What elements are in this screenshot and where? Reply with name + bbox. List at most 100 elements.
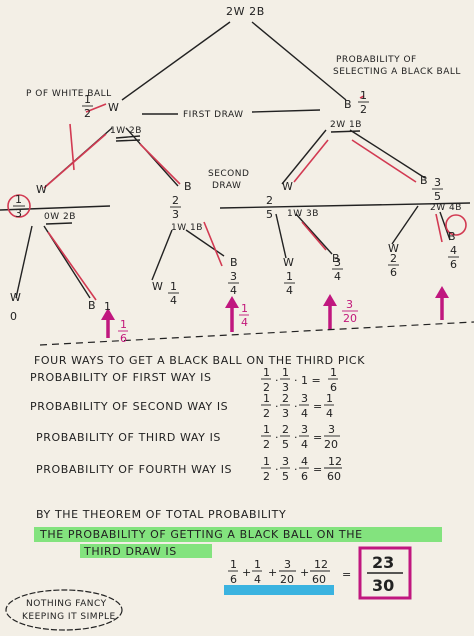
- svg-text:2: 2: [390, 252, 397, 265]
- green-highlight-2: [80, 544, 212, 558]
- svg-text:W: W: [36, 183, 47, 196]
- level3-leaf-3: W 1 4: [152, 280, 179, 307]
- svg-text:1: 1: [230, 558, 237, 571]
- svg-text:4: 4: [301, 438, 308, 451]
- level1-black-node: B 1 2 2W 1B: [330, 89, 369, 130]
- svg-text:6: 6: [230, 573, 237, 586]
- svg-text:3: 3: [282, 381, 289, 394]
- level2-node-2: 2 3 B 1W 1B: [170, 180, 203, 233]
- highlight-line-2: THIRD DRAW IS: [83, 545, 177, 558]
- red-path-highlights: [7, 95, 467, 301]
- svg-text:1: 1: [360, 89, 367, 102]
- green-highlight-1: [34, 527, 442, 542]
- svg-text:3: 3: [282, 455, 289, 468]
- svg-text:5: 5: [282, 470, 289, 483]
- svg-text:3: 3: [282, 407, 289, 420]
- svg-text:1: 1: [263, 455, 270, 468]
- svg-text:3: 3: [284, 558, 291, 571]
- svg-text:·: ·: [275, 431, 279, 444]
- svg-text:1: 1: [263, 392, 270, 405]
- second-draw-label-2: DRAW: [212, 181, 241, 191]
- svg-text:4: 4: [301, 455, 308, 468]
- svg-text:1: 1: [241, 302, 248, 315]
- svg-text:1: 1: [15, 193, 22, 206]
- svg-text:3: 3: [301, 423, 308, 436]
- svg-text:30: 30: [372, 576, 394, 595]
- note-cloud: [5, 589, 123, 631]
- note-line-2: KEEPING IT SIMPLE: [22, 612, 116, 622]
- svg-text:2: 2: [263, 381, 270, 394]
- svg-text:W: W: [283, 256, 294, 269]
- svg-text:5: 5: [282, 438, 289, 451]
- highlight-line-1: THE PROBABILITY OF GETTING A BLACK BALL …: [39, 528, 363, 541]
- answer-fraction: 23 30: [367, 553, 403, 595]
- svg-text:B: B: [230, 256, 238, 269]
- svg-text:2: 2: [282, 423, 289, 436]
- second-way-equation: 12 · 23 · 34 = 14: [261, 392, 334, 420]
- level2-node-1: 1 3 W 0W 2B: [13, 183, 75, 222]
- svg-text:B: B: [344, 98, 352, 111]
- svg-text:=: =: [342, 568, 351, 581]
- svg-text:· 1 =: · 1 =: [294, 374, 321, 387]
- svg-text:1: 1: [263, 423, 270, 436]
- svg-text:1: 1: [254, 558, 261, 571]
- svg-text:B: B: [448, 230, 456, 243]
- svg-text:·: ·: [275, 400, 279, 413]
- svg-text:3: 3: [434, 176, 441, 189]
- svg-text:1: 1: [263, 366, 270, 379]
- svg-text:4: 4: [230, 284, 237, 297]
- svg-text:4: 4: [170, 294, 177, 307]
- svg-text:1W 1B: 1W 1B: [171, 223, 203, 233]
- svg-text:2W 4B: 2W 4B: [430, 203, 462, 213]
- svg-text:2: 2: [282, 392, 289, 405]
- svg-text:0: 0: [10, 310, 17, 323]
- svg-text:=: =: [313, 463, 322, 476]
- first-draw-arrow-right: [251, 109, 321, 113]
- svg-text:2: 2: [266, 194, 273, 207]
- svg-text:3: 3: [346, 298, 353, 311]
- svg-text:1: 1: [170, 280, 177, 293]
- svg-text:1: 1: [330, 366, 337, 379]
- svg-text:1: 1: [104, 300, 111, 313]
- level3-leaf-4: B 3 4: [228, 256, 239, 297]
- svg-text:60: 60: [312, 573, 326, 586]
- svg-text:5: 5: [266, 208, 273, 221]
- svg-text:4: 4: [301, 407, 308, 420]
- svg-text:W: W: [10, 291, 21, 304]
- theorem-line: BY THE THEOREM OF TOTAL PROBABILITY: [36, 508, 286, 521]
- way-prob-1: 1 6: [118, 318, 128, 345]
- svg-text:6: 6: [390, 266, 397, 279]
- svg-text:4: 4: [241, 316, 248, 329]
- way-prob-3: 3 20: [342, 298, 358, 325]
- svg-text:3: 3: [230, 270, 237, 283]
- svg-text:2W 1B: 2W 1B: [330, 120, 362, 130]
- svg-text:4: 4: [326, 407, 333, 420]
- svg-text:1: 1: [286, 270, 293, 283]
- way-prob-2: 1 4: [239, 302, 249, 329]
- svg-text:·: ·: [294, 431, 298, 444]
- first-way-equation: 12 · 13 · 1 = 16: [261, 366, 338, 394]
- svg-text:4: 4: [450, 244, 457, 257]
- note-white-ball: P OF WHITE BALL: [26, 89, 112, 99]
- level3-leaf-5: W 1 4: [283, 256, 295, 297]
- answer-box: [358, 546, 412, 600]
- svg-text:6: 6: [330, 381, 337, 394]
- svg-text:2: 2: [263, 407, 270, 420]
- level3-leaf-2: B 1: [88, 299, 111, 313]
- dashed-separator: [39, 321, 474, 346]
- third-way-equation: 12 · 25 · 34 = 320: [261, 423, 340, 451]
- svg-text:20: 20: [343, 312, 357, 325]
- svg-text:3: 3: [334, 256, 341, 269]
- fourth-way-label: PROBABILITY OF FOURTH WAY IS: [36, 463, 232, 476]
- svg-text:2: 2: [263, 470, 270, 483]
- svg-text:=: =: [313, 400, 322, 413]
- svg-text:1W 3B: 1W 3B: [287, 209, 319, 219]
- svg-text:1: 1: [326, 392, 333, 405]
- tree-branches: [0, 21, 471, 299]
- svg-text:+: +: [242, 566, 251, 579]
- svg-text:6: 6: [301, 470, 308, 483]
- svg-text:60: 60: [327, 470, 341, 483]
- level3-leaf-7: W 2 6: [388, 242, 399, 279]
- second-draw-label-1: SECOND: [208, 169, 249, 179]
